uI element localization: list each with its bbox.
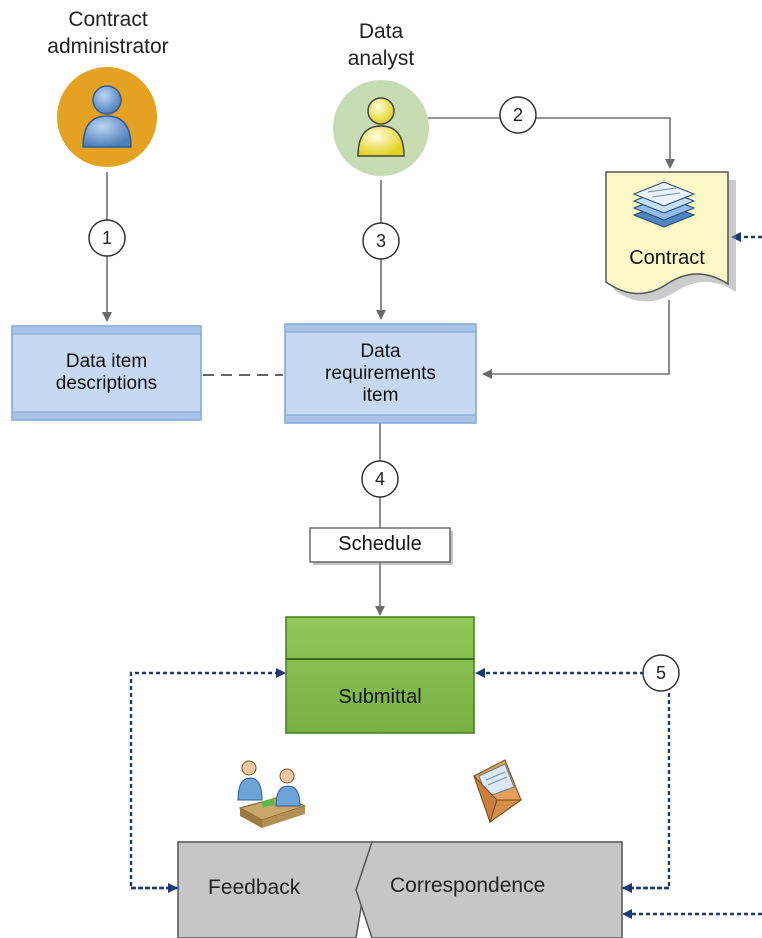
data-item-descriptions-label: Data item descriptions [12, 334, 201, 412]
step-number-4: 4 [374, 469, 385, 489]
schedule-label: Schedule [338, 533, 422, 555]
data-analyst-label-line2: analyst [347, 47, 415, 70]
step-markers [88, 96, 680, 692]
feedback-chevron [177, 841, 373, 938]
data-item-descriptions-line2: descriptions [55, 373, 158, 394]
correspondence-chevron [355, 841, 623, 938]
submittal-box [285, 616, 475, 734]
submittal-label: Submittal [338, 685, 422, 708]
schedule-box [309, 527, 453, 565]
data-analyst-label-line1: Data [358, 20, 404, 43]
connector-contract-to-requirements [482, 300, 670, 379]
step-circle-2 [499, 96, 537, 134]
contract-admin-label-line2: administrator [47, 35, 169, 58]
step-circle-4 [361, 460, 399, 498]
data-item-descriptions-line1: Data item [65, 351, 148, 372]
data-requirements-item-line1: Data [360, 340, 401, 362]
meeting-icon [237, 760, 307, 828]
data-requirements-item-line2: requirements [325, 362, 436, 384]
step-circle-5 [642, 654, 680, 692]
connector-analyst-to-contract [428, 117, 675, 169]
contract-document [605, 171, 736, 302]
step-number-5: 5 [655, 663, 666, 683]
contract-label: Contract [629, 247, 705, 269]
contract-admin-label: Contract administrator [20, 6, 196, 60]
correspondence-label: Correspondence [390, 874, 546, 897]
step-circle-1 [88, 219, 126, 257]
data-requirements-item-label: Data requirements item [285, 332, 476, 415]
contract-admin-actor [57, 67, 157, 167]
step-number-1: 1 [101, 228, 112, 248]
envelope-icon [473, 759, 523, 824]
feedback-label: Feedback [208, 876, 301, 899]
person-icon [357, 97, 405, 157]
feedback-loops [129, 232, 762, 919]
data-analyst-actor [333, 80, 429, 176]
step-number-2: 2 [512, 105, 523, 125]
contract-admin-label-line1: Contract [68, 8, 148, 31]
data-analyst-label: Data analyst [330, 18, 432, 72]
step-circle-3 [362, 222, 400, 260]
step-number-3: 3 [375, 231, 386, 251]
documents-stack-icon [632, 181, 696, 228]
data-item-descriptions-box [11, 325, 202, 421]
person-icon [82, 85, 132, 148]
data-requirements-item-line3: item [362, 384, 399, 406]
data-requirements-item-box [284, 323, 477, 424]
